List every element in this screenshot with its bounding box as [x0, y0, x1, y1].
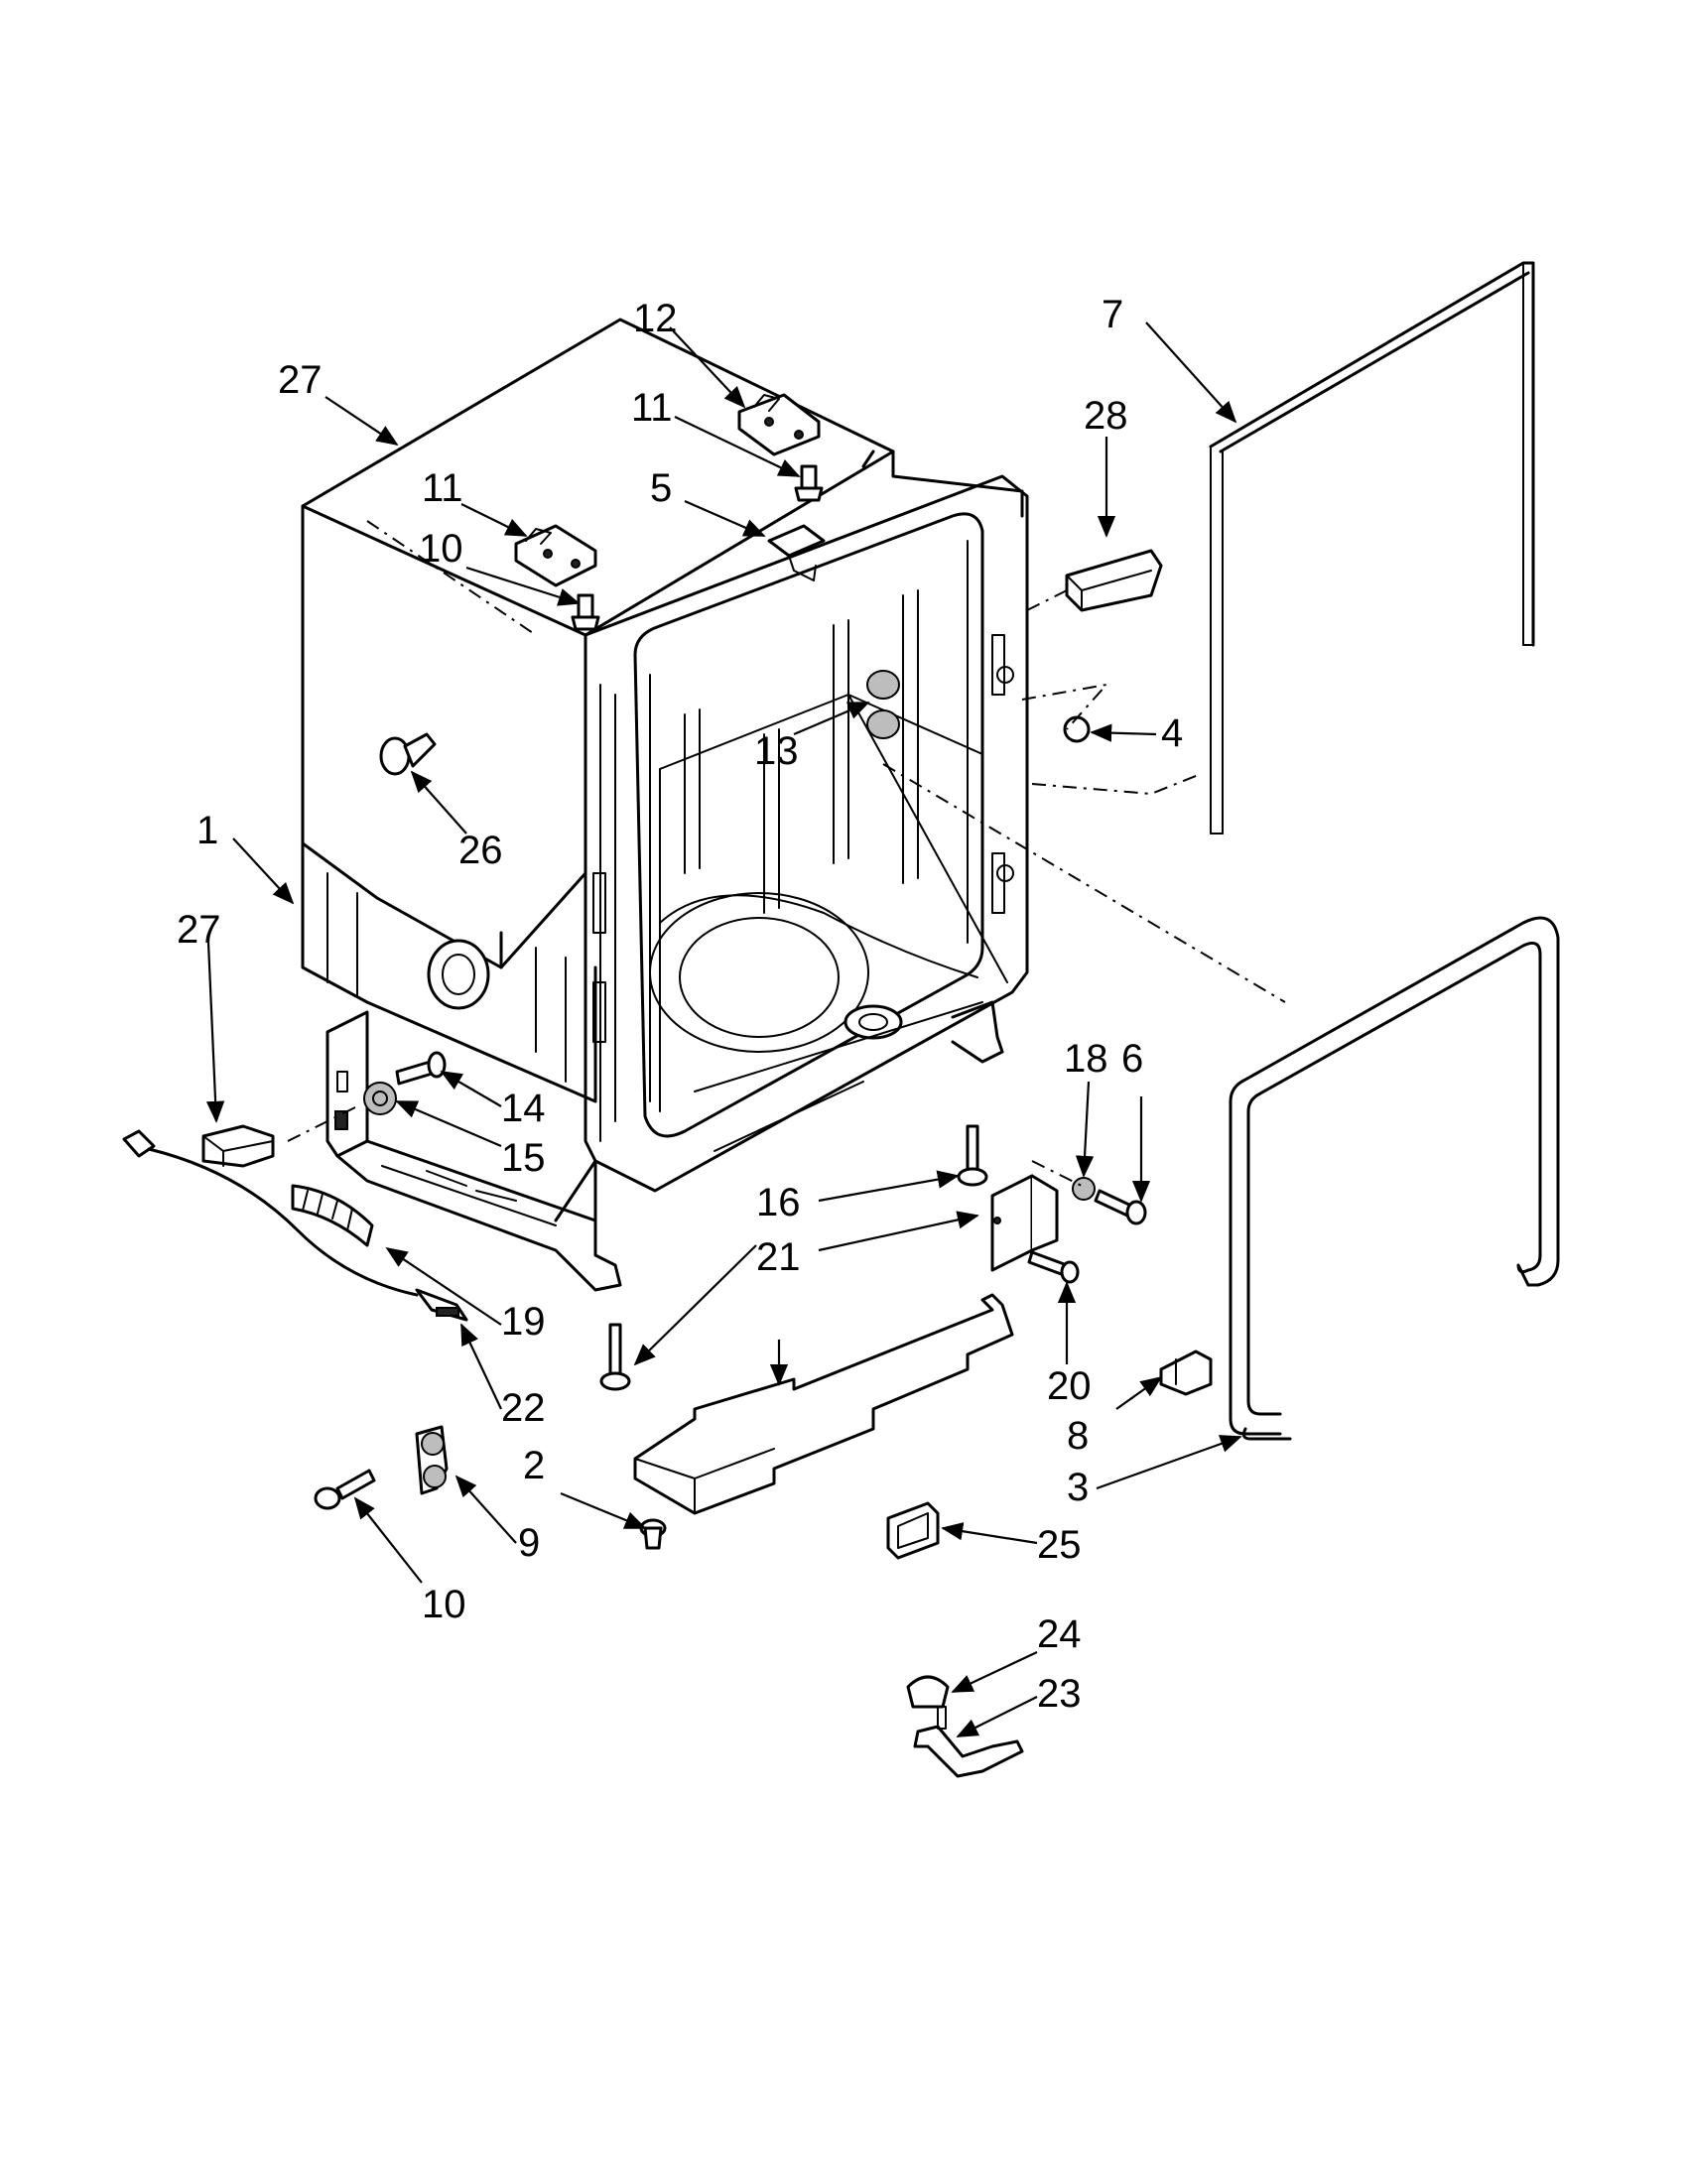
part-leveling-leg-right: [957, 1124, 988, 1187]
callout-17: 18: [1064, 1037, 1108, 1081]
callout-24: 27: [278, 358, 323, 402]
callout-16-right: 16: [756, 1181, 801, 1224]
callout-11-upper: 12: [633, 297, 678, 340]
base-frame: [325, 1000, 1004, 1292]
callout-27-upper: 28: [1084, 394, 1128, 438]
part-bolt: [314, 1469, 376, 1510]
callout-13: 13: [754, 729, 799, 773]
callout-5: 5: [650, 466, 672, 510]
callout-12: 10: [422, 1583, 466, 1626]
callout-23: 26: [458, 829, 503, 872]
part-sensor: [415, 1288, 468, 1322]
callout-22: 25: [1037, 1523, 1082, 1567]
part-side-gasket: [1209, 261, 1535, 835]
part-cap: [906, 1675, 950, 1709]
part-grommet-pair: [415, 1425, 449, 1495]
callout-6: 6: [1121, 1037, 1143, 1081]
part-nut: [363, 1082, 397, 1115]
part-push-pin: [379, 732, 437, 776]
dishwasher-tub: [301, 318, 1029, 1193]
callout-4: 4: [1161, 711, 1183, 755]
part-bottom-insulation: [633, 1293, 1014, 1515]
part-screw-19: [1027, 1250, 1080, 1284]
part-door-strike-upper: [1065, 549, 1163, 612]
part-switch: [886, 1501, 940, 1560]
part-screw-6: [1094, 1189, 1147, 1225]
callout-25: 23: [1037, 1672, 1082, 1716]
leader-lines: [205, 321, 1242, 1737]
callout-21: 22: [501, 1386, 546, 1430]
callout-11-lower: 11: [422, 466, 463, 510]
callout-10-lower: 10: [419, 527, 463, 571]
part-hinge-bracket-upper: [737, 393, 821, 456]
callout-10-upper: 11: [631, 386, 673, 430]
part-door-strike-lower: [201, 1124, 275, 1168]
callout-labels: 27 12 11 11 10 5 7 28 4 13 26 1 27 14 15…: [177, 293, 1183, 1716]
callout-15: 15: [501, 1136, 546, 1180]
alignment-lines: [287, 520, 1286, 1187]
callout-1: 1: [196, 809, 218, 852]
callout-2: 2: [523, 1444, 545, 1487]
part-screw-lower: [571, 593, 600, 631]
callout-9: 9: [518, 1521, 540, 1565]
callout-8: 8: [1067, 1414, 1089, 1458]
part-leveling-screw: [395, 1051, 447, 1086]
part-mounting-bracket: [990, 1174, 1059, 1272]
part-plug: [1063, 715, 1091, 743]
part-leveling-leg-left: [599, 1323, 631, 1391]
part-power-cord: [122, 1129, 419, 1297]
part-latch-clip: [1159, 1349, 1213, 1396]
callout-27-lower: 27: [177, 908, 221, 952]
callout-3: 3: [1067, 1466, 1089, 1509]
part-foot: [639, 1518, 667, 1550]
part-door-gasket: [1229, 916, 1560, 1441]
callout-7: 7: [1102, 293, 1123, 336]
callout-18: 19: [501, 1300, 546, 1344]
part-screw-upper: [794, 464, 824, 502]
part-hinge-bracket-lower: [514, 524, 597, 587]
callout-19: 20: [1047, 1364, 1092, 1408]
callout-20: 21: [756, 1235, 801, 1279]
callout-14: 14: [501, 1087, 546, 1130]
part-bottom-bracket: [913, 1706, 1024, 1778]
part-washer: [1072, 1177, 1096, 1201]
part-clip: [767, 524, 826, 581]
part-hose: [291, 1184, 374, 1247]
callout-26: 24: [1037, 1612, 1082, 1656]
